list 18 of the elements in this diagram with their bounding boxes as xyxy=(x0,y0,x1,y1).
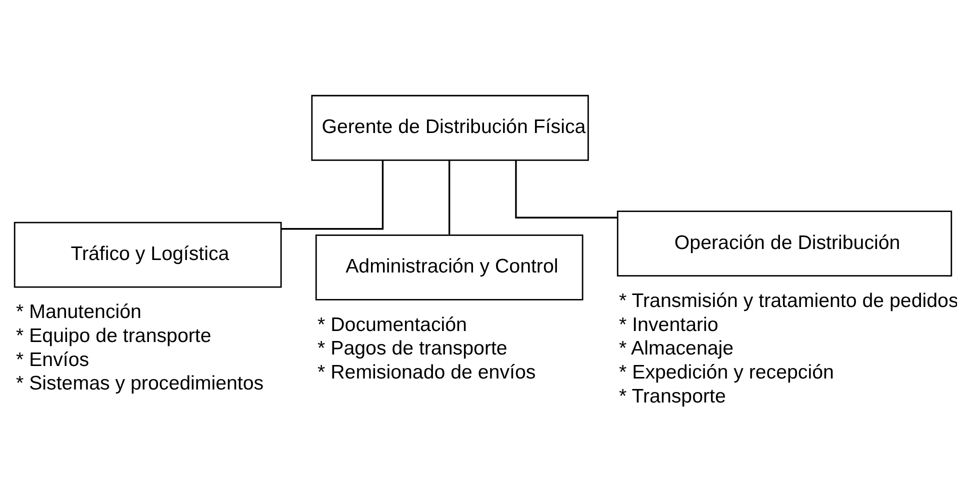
node-box: Gerente de Distribución Física xyxy=(310,94,588,160)
node-label: * Inventario xyxy=(618,313,718,336)
node-label: * Pagos de transporte xyxy=(317,337,507,360)
connector xyxy=(514,160,617,218)
node-label: * Transporte xyxy=(618,384,726,407)
node-label: * Remisionado de envíos xyxy=(317,360,536,383)
connector xyxy=(280,160,384,230)
node-box: Administración y Control xyxy=(314,234,583,300)
node-label: * Almacenaje xyxy=(618,337,734,360)
node-label: * Expedición y recepción xyxy=(618,360,834,383)
connector xyxy=(448,160,450,234)
node-box: Operación de Distribución xyxy=(616,210,952,276)
node-label: * Equipo de transporte xyxy=(16,324,211,347)
node-label: * Envíos xyxy=(16,348,89,370)
node-label: * Manutención xyxy=(16,300,141,323)
node-label: * Sistemas y procedimientos xyxy=(16,372,264,394)
node-box: Tráfico y Logística xyxy=(13,221,282,288)
node-label: * Documentación xyxy=(317,313,466,336)
